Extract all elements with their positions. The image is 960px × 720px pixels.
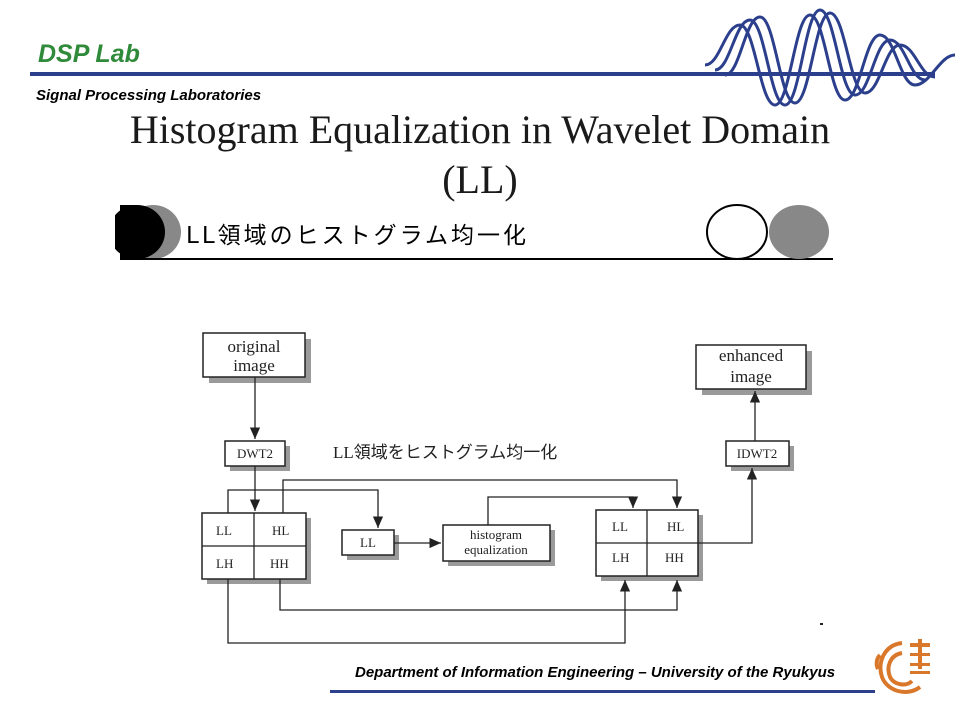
left-lh-label: LH bbox=[216, 556, 233, 571]
lab-subtitle: Signal Processing Laboratories bbox=[36, 87, 262, 104]
enhanced-image-box bbox=[695, 344, 807, 390]
dwt2-label: DWT2 bbox=[237, 446, 273, 461]
lab-name: DSP Lab bbox=[38, 40, 140, 68]
original-image-label-2: image bbox=[233, 356, 275, 375]
right-hh-label: HH bbox=[665, 550, 684, 565]
arrow-ll-to-extract bbox=[227, 489, 384, 528]
right-ll-label: LL bbox=[612, 519, 628, 534]
arrow-hl-to-right-hl bbox=[282, 479, 683, 513]
original-image-label-1: original bbox=[228, 337, 281, 356]
arrow-grid-to-idwt bbox=[698, 468, 758, 544]
banner-text: LL領域のヒストグラム均一化 bbox=[186, 223, 529, 249]
idwt2-box bbox=[725, 440, 790, 467]
arrow-histeq-to-right-ll bbox=[487, 496, 639, 525]
diagram-annotation: LL領域をヒストグラム均一化 bbox=[333, 443, 557, 462]
left-hh-label: HH bbox=[270, 556, 289, 571]
slide-title-line1: Histogram Equalization in Wavelet Domain bbox=[129, 107, 831, 152]
arrow-lh-to-right-lh bbox=[227, 579, 631, 644]
university-emblem-icon bbox=[874, 639, 930, 694]
footer-department: Department of Information Engineering – … bbox=[355, 664, 836, 681]
slide-title: Histogram Equalization in Wavelet Domain… bbox=[60, 105, 900, 205]
idwt2-label: IDWT2 bbox=[737, 446, 777, 461]
left-ll-label: LL bbox=[216, 523, 232, 538]
slide-title-line2: (LL) bbox=[442, 157, 518, 202]
ll-extract-label: LL bbox=[360, 535, 376, 550]
footer-rule bbox=[330, 690, 875, 693]
histeq-label-1: histogram bbox=[470, 527, 522, 542]
wave-logo-icon bbox=[704, 8, 956, 107]
right-hl-label: HL bbox=[667, 519, 684, 534]
banner-decoration bbox=[115, 204, 833, 260]
histogram-equalization-box bbox=[442, 524, 551, 562]
enhanced-image-label-2: image bbox=[730, 367, 772, 386]
original-image-box bbox=[202, 332, 306, 378]
ll-extract-box bbox=[341, 529, 395, 556]
header-rule bbox=[30, 72, 935, 76]
left-hl-label: HL bbox=[272, 523, 289, 538]
histeq-label-2: equalization bbox=[464, 542, 528, 557]
enhanced-image-label-1: enhanced bbox=[719, 346, 784, 365]
arrow-hh-to-right-hh bbox=[279, 579, 683, 611]
right-lh-label: LH bbox=[612, 550, 629, 565]
